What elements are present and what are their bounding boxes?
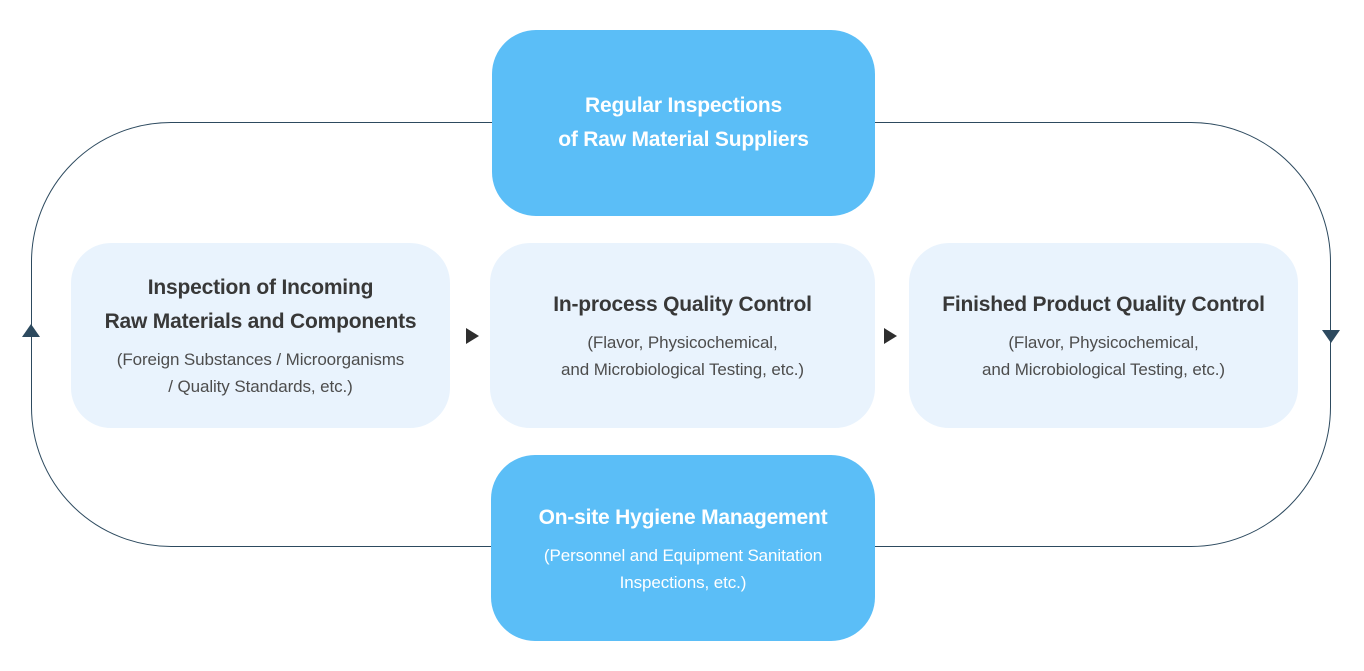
box-subtitle-line2: and Microbiological Testing, etc.) — [561, 360, 804, 379]
box-title: Inspection of Incoming Raw Materials and… — [105, 271, 417, 339]
box-incoming-inspection: Inspection of Incoming Raw Materials and… — [71, 243, 450, 428]
box-subtitle-line1: (Flavor, Physicochemical, — [1008, 333, 1199, 352]
box-in-process-qc: In-process Quality Control (Flavor, Phys… — [490, 243, 875, 428]
box-title-line1: Regular Inspections — [585, 94, 782, 117]
box-onsite-hygiene: On-site Hygiene Management (Personnel an… — [491, 455, 875, 641]
box-subtitle-line2: and Microbiological Testing, etc.) — [982, 360, 1225, 379]
box-title-line2: of Raw Material Suppliers — [558, 128, 809, 151]
loop-arrow-up-icon — [22, 324, 40, 337]
loop-arrow-down-icon — [1322, 330, 1340, 343]
flow-arrow-right-icon — [466, 328, 479, 344]
box-title: In-process Quality Control — [553, 293, 812, 316]
box-title: On-site Hygiene Management — [538, 505, 828, 529]
box-regular-inspections: Regular Inspections of Raw Material Supp… — [492, 30, 875, 216]
box-subtitle-line2: / Quality Standards, etc.) — [168, 377, 353, 396]
box-subtitle-line1: (Flavor, Physicochemical, — [587, 333, 778, 352]
box-finished-product-qc: Finished Product Quality Control (Flavor… — [909, 243, 1298, 428]
box-subtitle: (Flavor, Physicochemical, and Microbiolo… — [561, 329, 804, 383]
box-subtitle-line2: Inspections, etc.) — [619, 572, 747, 592]
box-subtitle: (Personnel and Equipment Sanitation Insp… — [544, 542, 822, 596]
box-title-line1: Inspection of Incoming — [147, 276, 374, 299]
box-subtitle: (Foreign Substances / Microorganisms / Q… — [116, 346, 405, 400]
flow-arrow-right-icon — [884, 328, 897, 344]
box-subtitle: (Flavor, Physicochemical, and Microbiolo… — [982, 329, 1225, 383]
box-title: Finished Product Quality Control — [942, 293, 1265, 316]
box-subtitle-line1: (Foreign Substances / Microorganisms — [116, 350, 405, 369]
box-title-line2: Raw Materials and Components — [104, 310, 417, 333]
box-subtitle-line1: (Personnel and Equipment Sanitation — [543, 545, 823, 565]
box-title: Regular Inspections of Raw Material Supp… — [558, 89, 809, 157]
